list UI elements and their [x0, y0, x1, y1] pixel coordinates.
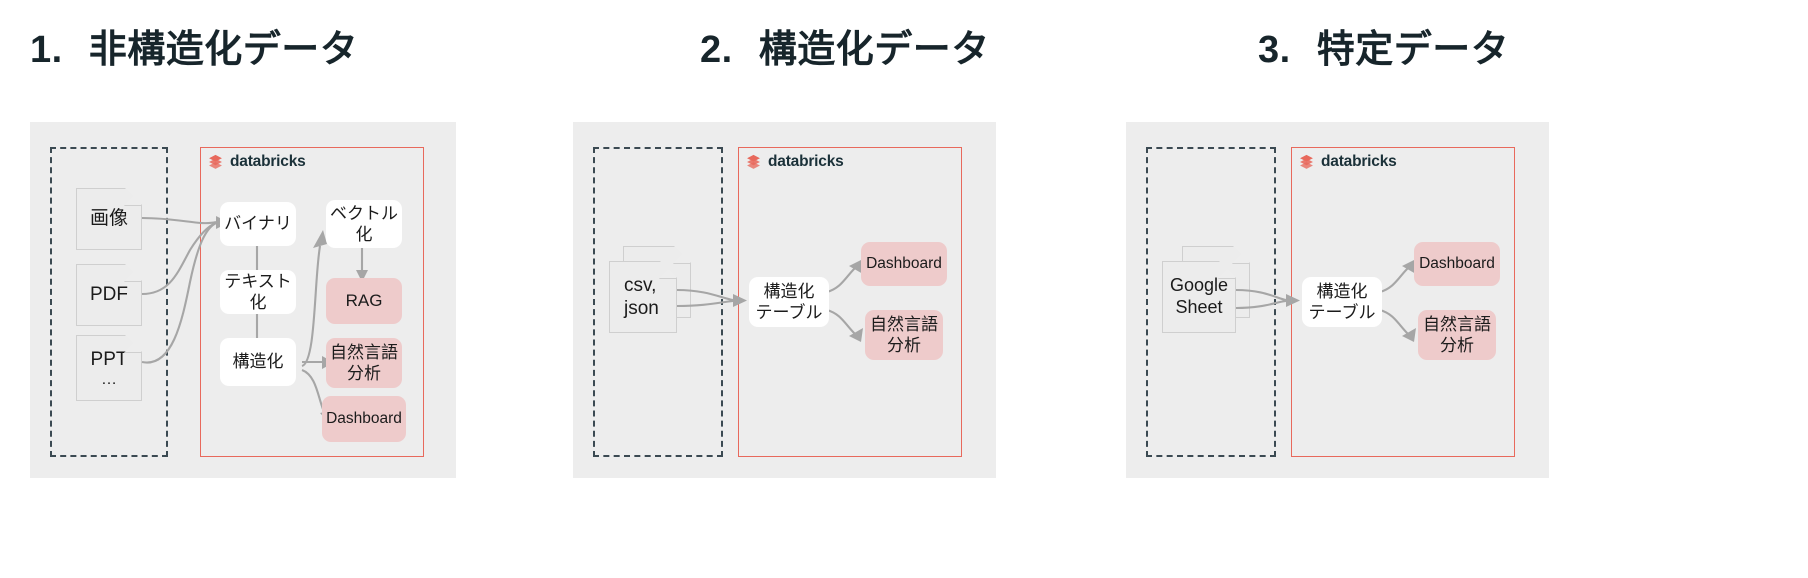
node-nlp-analysis-3[interactable]: 自然言語 分析	[1418, 310, 1496, 360]
node-dashboard-label: Dashboard	[326, 410, 402, 428]
node-vectorize-label-2: 化	[355, 225, 373, 244]
source-doc-image[interactable]: 画像	[76, 188, 142, 250]
node-structured-table-2-label-1: 構造化	[763, 281, 815, 301]
source-doc-csv-json-label-1: csv,	[624, 274, 657, 296]
source-doc-ppt[interactable]: PPT …	[76, 335, 142, 401]
source-doc-pdf-label: PDF	[90, 284, 128, 306]
node-nlp-analysis-2-label-1: 自然言語	[870, 314, 938, 334]
databricks-logo-icon	[1300, 155, 1313, 170]
panel-number-3: 3.	[1258, 29, 1291, 71]
node-text-extract[interactable]: テキスト 化	[220, 270, 296, 314]
panel-specific: databricks Google Sheet 構造化 テーブル Dashboa…	[1126, 122, 1549, 478]
source-doc-google-sheet-label-1: Google	[1169, 275, 1229, 296]
panel-label-1: 非構造化データ	[88, 29, 359, 71]
source-doc-image-label: 画像	[89, 208, 128, 230]
node-structured-table-3-label-1: 構造化	[1316, 281, 1368, 301]
databricks-logo-icon	[209, 155, 222, 170]
databricks-logo-2: databricks	[746, 154, 844, 170]
source-doc-google-sheet[interactable]: Google Sheet	[1162, 261, 1236, 333]
node-dashboard-2-label: Dashboard	[866, 255, 942, 273]
panel-label-3: 特定データ	[1316, 29, 1510, 71]
node-nlp-analysis-label-2: 分析	[347, 364, 381, 383]
panel-title-1: 1. 非構造化データ	[30, 18, 358, 73]
node-structuring[interactable]: 構造化	[220, 338, 296, 386]
node-dashboard[interactable]: Dashboard	[322, 396, 406, 442]
panel-title-2: 2. 構造化データ	[700, 18, 990, 73]
node-nlp-analysis-2[interactable]: 自然言語 分析	[865, 310, 943, 360]
node-nlp-analysis-label-1: 自然言語	[330, 342, 398, 362]
source-doc-pdf[interactable]: PDF	[76, 264, 142, 326]
node-vectorize[interactable]: ベクトル 化	[326, 200, 402, 248]
node-nlp-analysis[interactable]: 自然言語 分析	[326, 338, 402, 388]
source-doc-csv-json-label-2: json	[624, 298, 659, 319]
databricks-logo-icon	[747, 155, 760, 170]
node-structured-table-2[interactable]: 構造化 テーブル	[749, 277, 829, 327]
node-nlp-analysis-3-label-2: 分析	[1440, 336, 1474, 355]
node-structuring-label: 構造化	[232, 352, 284, 372]
panel-unstructured: databricks	[30, 122, 456, 478]
node-structured-table-3-label-2: テーブル	[1308, 303, 1376, 322]
node-text-extract-label-2: 化	[249, 293, 267, 312]
node-dashboard-2[interactable]: Dashboard	[861, 242, 947, 286]
source-doc-ppt-ellipsis: …	[101, 370, 117, 388]
panel-structured: databricks csv, json 構造化 テーブル	[573, 122, 996, 478]
panel-number-2: 2.	[700, 29, 733, 71]
databricks-wordmark-1: databricks	[230, 153, 306, 170]
panel-title-3: 3. 特定データ	[1258, 18, 1509, 73]
node-dashboard-3[interactable]: Dashboard	[1414, 242, 1500, 286]
node-vectorize-label-1: ベクトル	[330, 203, 398, 223]
node-dashboard-3-label: Dashboard	[1419, 255, 1495, 273]
node-rag[interactable]: RAG	[326, 278, 402, 324]
node-nlp-analysis-2-label-2: 分析	[887, 336, 921, 355]
node-rag-label: RAG	[345, 291, 383, 311]
databricks-wordmark-2: databricks	[768, 153, 844, 170]
databricks-logo-3: databricks	[1299, 154, 1397, 170]
source-doc-ppt-label: PPT	[90, 349, 128, 371]
source-doc-csv-json[interactable]: csv, json	[609, 261, 677, 333]
node-text-extract-label-1: テキスト	[224, 271, 292, 291]
node-structured-table-2-label-2: テーブル	[755, 303, 823, 322]
databricks-logo-1: databricks	[208, 154, 306, 170]
node-binary[interactable]: バイナリ	[220, 202, 296, 246]
node-binary-label: バイナリ	[224, 214, 292, 234]
panel-number-1: 1.	[30, 29, 63, 71]
node-structured-table-3[interactable]: 構造化 テーブル	[1302, 277, 1382, 327]
panel-label-2: 構造化データ	[758, 29, 990, 71]
source-doc-google-sheet-label-2: Sheet	[1175, 297, 1223, 317]
databricks-wordmark-3: databricks	[1321, 153, 1397, 170]
node-nlp-analysis-3-label-1: 自然言語	[1423, 314, 1491, 334]
